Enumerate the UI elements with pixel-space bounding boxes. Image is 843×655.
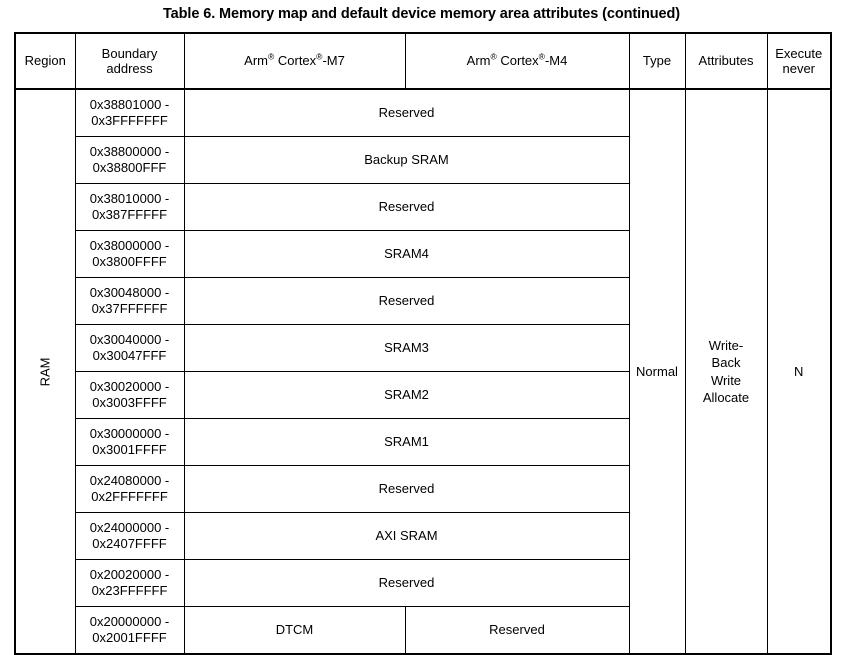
- boundary-address-cell: 0x30040000 - 0x30047FFF: [74, 324, 185, 372]
- memory-area-cell: SRAM3: [183, 324, 630, 372]
- header-cortex-m7: Arm® Cortex®-M7: [183, 32, 406, 90]
- memory-area-cell: SRAM2: [183, 371, 630, 419]
- execute-never-cell: N: [766, 88, 832, 655]
- registered-trademark-icon: ®: [316, 52, 323, 62]
- address-end: 0x2001FFFF: [92, 630, 167, 645]
- table-row: 0x24000000 - 0x2407FFFF AXI SRAM: [15, 512, 831, 560]
- boundary-address-cell: 0x30020000 - 0x3003FFFF: [74, 371, 185, 419]
- attributes-line3: Write: [710, 372, 742, 388]
- address-end: 0x3001FFFF: [92, 442, 167, 457]
- address-end: 0x38800FFF: [92, 160, 167, 175]
- table-row: 0x20000000 - 0x2001FFFF DTCM Reserved: [15, 606, 831, 655]
- header-type: Type: [628, 32, 686, 90]
- attributes-cell: Write- Back Write Allocate: [684, 88, 768, 655]
- memory-area-cell: Reserved: [183, 559, 630, 607]
- registered-trademark-icon: ®: [268, 52, 275, 62]
- memory-area-cell: Reserved: [183, 88, 630, 137]
- memory-area-cell-m7: DTCM: [183, 606, 406, 655]
- memory-map-table-container: Region Boundary address Arm® Cortex®-M7 …: [14, 32, 832, 655]
- table-header: Region Boundary address Arm® Cortex®-M7 …: [14, 32, 832, 90]
- address-end: 0x2407FFFF: [92, 536, 167, 551]
- header-row: Region Boundary address Arm® Cortex®-M7 …: [14, 32, 832, 90]
- memory-map-table: Region Boundary address Arm® Cortex®-M7 …: [14, 32, 832, 655]
- memory-area-cell: SRAM4: [183, 230, 630, 278]
- table-row: 0x24080000 - 0x2FFFFFFF Reserved: [15, 465, 831, 513]
- table-row: 0x30040000 - 0x30047FFF SRAM3: [15, 324, 831, 372]
- address-start: 0x20000000 -: [89, 614, 170, 630]
- header-region: Region: [14, 32, 76, 90]
- boundary-address-cell: 0x24080000 - 0x2FFFFFFF: [74, 465, 185, 513]
- type-cell: Normal: [628, 88, 686, 655]
- memory-area-cell: AXI SRAM: [183, 512, 630, 560]
- address-start: 0x38801000 -: [89, 97, 170, 113]
- header-attributes: Attributes: [684, 32, 768, 90]
- address-start: 0x24080000 -: [89, 473, 170, 489]
- memory-area-cell: Reserved: [183, 277, 630, 325]
- table-row: 0x38000000 - 0x3800FFFF SRAM4: [15, 230, 831, 278]
- memory-area-cell-m4: Reserved: [404, 606, 630, 655]
- table-row: 0x38800000 - 0x38800FFF Backup SRAM: [15, 136, 831, 184]
- header-m4-mid: Cortex: [496, 53, 539, 69]
- header-m7-prefix: Arm: [244, 53, 268, 69]
- boundary-address-cell: 0x38000000 - 0x3800FFFF: [74, 230, 185, 278]
- header-boundary-address: Boundary address: [74, 32, 185, 90]
- memory-area-cell: Reserved: [183, 183, 630, 231]
- header-execute-line1: Execute: [775, 45, 823, 61]
- address-start: 0x30048000 -: [89, 285, 170, 301]
- boundary-address-cell: 0x20000000 - 0x2001FFFF: [74, 606, 185, 655]
- table-row: 0x30048000 - 0x37FFFFFF Reserved: [15, 277, 831, 325]
- table-row: 0x20020000 - 0x23FFFFFF Reserved: [15, 559, 831, 607]
- boundary-address-cell: 0x38010000 - 0x387FFFFF: [74, 183, 185, 231]
- attributes-line1: Write-: [708, 338, 744, 354]
- boundary-address-cell: 0x38800000 - 0x38800FFF: [74, 136, 185, 184]
- boundary-address-cell: 0x30000000 - 0x3001FFFF: [74, 418, 185, 466]
- address-start: 0x20020000 -: [89, 567, 170, 583]
- boundary-address-cell: 0x24000000 - 0x2407FFFF: [74, 512, 185, 560]
- attributes-line4: Allocate: [702, 389, 750, 405]
- address-end: 0x387FFFFF: [91, 207, 168, 222]
- boundary-address-cell: 0x20020000 - 0x23FFFFFF: [74, 559, 185, 607]
- header-m4-prefix: Arm: [466, 53, 491, 69]
- table-title: Table 6. Memory map and default device m…: [163, 6, 680, 22]
- address-start: 0x38010000 -: [89, 191, 170, 207]
- address-start: 0x24000000 -: [89, 520, 170, 536]
- table-row: 0x38010000 - 0x387FFFFF Reserved: [15, 183, 831, 231]
- address-start: 0x38000000 -: [89, 238, 170, 254]
- address-start: 0x30000000 -: [89, 426, 170, 442]
- address-end: 0x2FFFFFFF: [91, 489, 168, 504]
- region-cell-ram: RAM: [14, 88, 76, 655]
- address-end: 0x3800FFFF: [92, 254, 167, 269]
- region-label: RAM: [37, 357, 53, 386]
- header-boundary-line1: Boundary: [101, 45, 158, 61]
- address-start: 0x38800000 -: [89, 144, 170, 160]
- header-boundary-line2: address: [106, 61, 153, 76]
- header-execute-line2: never: [782, 61, 816, 76]
- memory-area-cell: Backup SRAM: [183, 136, 630, 184]
- address-end: 0x37FFFFFF: [91, 301, 168, 316]
- memory-area-cell: SRAM1: [183, 418, 630, 466]
- header-cortex-m4: Arm® Cortex®-M4: [404, 32, 630, 90]
- boundary-address-cell: 0x38801000 - 0x3FFFFFFF: [74, 88, 185, 137]
- header-execute-never: Execute never: [766, 32, 832, 90]
- table-row: 0x30020000 - 0x3003FFFF SRAM2: [15, 371, 831, 419]
- registered-trademark-icon: ®: [538, 52, 545, 62]
- header-m4-suffix: -M4: [544, 53, 568, 69]
- memory-area-cell: Reserved: [183, 465, 630, 513]
- registered-trademark-icon: ®: [490, 52, 497, 62]
- address-end: 0x23FFFFFF: [91, 583, 168, 598]
- address-end: 0x30047FFF: [92, 348, 167, 363]
- table-row: RAM 0x38801000 - 0x3FFFFFFF Reserved Nor…: [14, 88, 832, 655]
- header-m7-mid: Cortex: [274, 53, 317, 69]
- attributes-line2: Back: [711, 355, 741, 371]
- table-body: RAM 0x38801000 - 0x3FFFFFFF Reserved Nor…: [14, 88, 832, 655]
- header-m7-suffix: -M7: [322, 53, 345, 69]
- address-end: 0x3FFFFFFF: [91, 113, 168, 128]
- address-start: 0x30020000 -: [89, 379, 170, 395]
- address-start: 0x30040000 -: [89, 332, 170, 348]
- boundary-address-cell: 0x30048000 - 0x37FFFFFF: [74, 277, 185, 325]
- address-end: 0x3003FFFF: [92, 395, 167, 410]
